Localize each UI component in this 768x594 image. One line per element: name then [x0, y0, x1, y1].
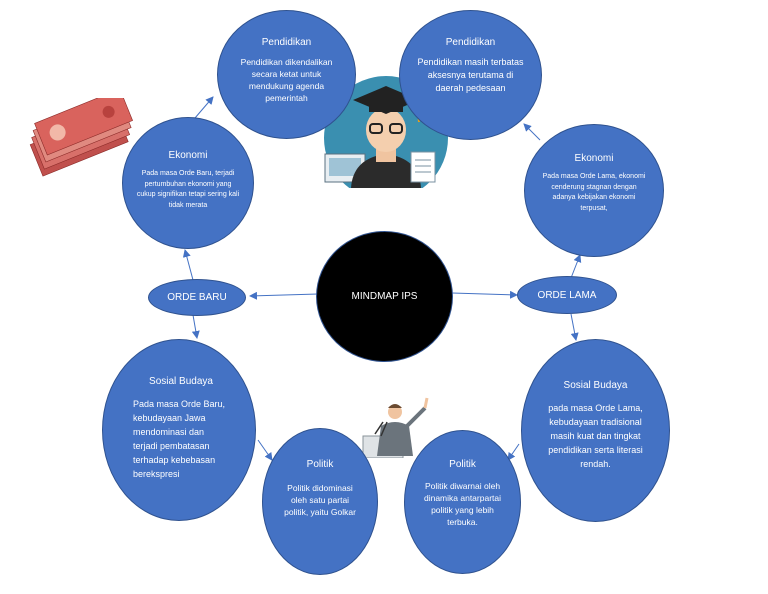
- node-text: Pendidikan masih terbatas aksesnya terut…: [417, 57, 524, 93]
- node-ekonomi-orde-baru: Ekonomi Pada masa Orde Baru, terjadi per…: [122, 117, 254, 249]
- node-text: Pada masa Orde Lama, ekonomi cenderung s…: [542, 173, 646, 212]
- node-text: Politik diwarnai oleh dinamika antarpart…: [423, 481, 501, 527]
- arrow-center-to-orde-lama: [451, 290, 518, 299]
- node-ekonomi-orde-lama: Ekonomi Pada masa Orde Lama, ekonomi cen…: [524, 124, 664, 257]
- node-text: Politik didominasi oleh satu partai poli…: [284, 483, 356, 517]
- node-text: pada masa Orde Lama, kebudayaan tradisio…: [548, 403, 643, 469]
- orde-lama-node: ORDE LAMA: [517, 276, 617, 314]
- node-title: Ekonomi: [168, 150, 208, 161]
- orde-lama-label: ORDE LAMA: [537, 289, 597, 301]
- node-text: Pendidikan dikendalikan secara ketat unt…: [240, 57, 333, 103]
- node-pendidikan-orde-baru: Pendidikan Pendidikan dikendalikan secar…: [217, 10, 356, 139]
- orde-baru-label: ORDE BARU: [167, 292, 227, 303]
- node-title: Pendidikan: [261, 37, 312, 48]
- node-title: Politik: [306, 459, 334, 470]
- node-title: Ekonomi: [574, 153, 614, 164]
- node-text: Pada masa Orde Baru, kebudayaan Jawa men…: [133, 399, 226, 479]
- node-title: Politik: [449, 459, 476, 470]
- center-node: MINDMAP IPS: [316, 231, 453, 362]
- arrow-orde-lama-to-ekonomi: [570, 254, 582, 279]
- node-title: Sosial Budaya: [149, 376, 213, 387]
- node-sosial-budaya-orde-baru: Sosial Budaya Pada masa Orde Baru, kebud…: [102, 339, 256, 521]
- speaker-illustration: [362, 397, 429, 458]
- node-text: Pada masa Orde Baru, terjadi pertumbuhan…: [136, 170, 240, 209]
- node-politik-orde-lama: Politik Politik diwarnai oleh dinamika a…: [404, 430, 521, 574]
- arrow-sosial-to-politik-left: [257, 439, 273, 461]
- orde-baru-node: ORDE BARU: [148, 279, 246, 316]
- node-sosial-budaya-orde-lama: Sosial Budaya pada masa Orde Lama, kebud…: [521, 339, 670, 522]
- money-illustration: [29, 98, 133, 177]
- node-pendidikan-orde-lama: Pendidikan Pendidikan masih terbatas aks…: [399, 10, 542, 140]
- node-title: Sosial Budaya: [563, 380, 628, 391]
- arrow-orde-lama-to-sosial: [570, 313, 579, 341]
- node-politik-orde-baru: Politik Politik didominasi oleh satu par…: [262, 428, 378, 575]
- node-title: Pendidikan: [445, 37, 496, 48]
- arrow-ekonomi-to-pendidikan-left: [194, 96, 214, 119]
- arrow-ekonomi-to-pendidikan-right: [523, 123, 541, 141]
- arrow-center-to-orde-baru: [249, 291, 319, 300]
- arrow-orde-baru-to-sosial: [191, 314, 200, 339]
- arrow-orde-baru-to-ekonomi: [182, 249, 194, 281]
- center-label: MINDMAP IPS: [351, 291, 418, 302]
- arrow-sosial-to-politik-right: [507, 443, 520, 461]
